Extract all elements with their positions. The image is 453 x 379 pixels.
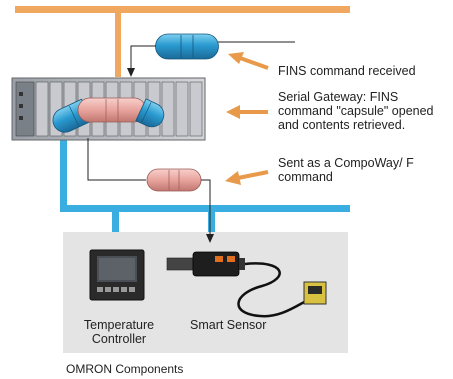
opened-capsule bbox=[52, 97, 165, 133]
compoway-path-line bbox=[87, 138, 146, 181]
label-omron-components: OMRON Components bbox=[66, 362, 184, 376]
fins-capsule-top bbox=[155, 33, 219, 60]
label-fins-received: FINS command received bbox=[278, 64, 416, 78]
fins-path-line-2 bbox=[130, 45, 156, 70]
compoway-path-line-2 bbox=[201, 179, 211, 236]
fins-arrowhead bbox=[127, 68, 135, 77]
smart-sensor bbox=[166, 251, 327, 318]
label-serial-gateway: Serial Gateway: FINS command "capsule" o… bbox=[278, 90, 434, 132]
orange-network-bus bbox=[15, 6, 350, 13]
compoway-capsule bbox=[146, 168, 202, 192]
blue-bus-drop-plc bbox=[60, 138, 67, 212]
blue-network-bus bbox=[60, 205, 350, 212]
blue-bus-drop-sensor bbox=[208, 212, 215, 248]
blue-bus-drop-controller bbox=[112, 212, 119, 250]
temperature-controller bbox=[89, 249, 145, 301]
arrow-fins-received bbox=[228, 52, 269, 70]
arrow-gateway bbox=[226, 105, 268, 119]
orange-bus-drop bbox=[115, 13, 121, 77]
label-temperature-controller: Temperature Controller bbox=[83, 318, 155, 346]
arrow-compoway bbox=[225, 170, 269, 185]
label-smart-sensor: Smart Sensor bbox=[190, 318, 267, 332]
label-compoway-command: Sent as a CompoWay/ F command bbox=[278, 156, 414, 184]
compoway-arrowhead bbox=[206, 234, 214, 243]
